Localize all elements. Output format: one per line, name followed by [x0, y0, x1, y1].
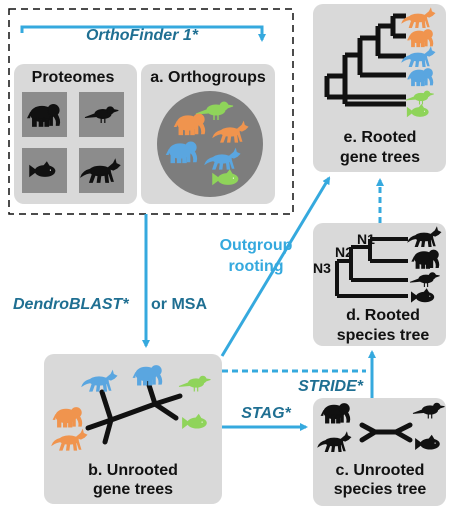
node-label-n3: N3: [313, 260, 331, 276]
unrooted-gene-trees-box: [44, 354, 222, 504]
orthogroups-title: a. Orthogroups: [150, 69, 266, 86]
rooted-species-tree-box: [313, 223, 446, 346]
unrooted-species-tree-title-2: species tree: [334, 481, 427, 498]
stride-label: STRIDE*: [298, 378, 364, 395]
unrooted-gene-trees-title-2: gene trees: [93, 481, 173, 498]
unrooted-gene-trees-title-1: b. Unrooted: [88, 462, 178, 479]
stag-label: STAG*: [241, 405, 291, 422]
orthofinder-arrow: [20, 25, 266, 42]
node-label-n2: N2: [335, 244, 353, 260]
unrooted-gene-tree: [85, 379, 183, 445]
outgroup-label-2: rooting: [228, 258, 283, 275]
rooted-gene-tree: [324, 13, 406, 107]
node-label-n1: N1: [357, 231, 375, 247]
unrooted-species-tree-box: [313, 398, 446, 506]
orthofinder-label: OrthoFinder 1*: [86, 27, 199, 44]
unrooted-species-tree: [359, 422, 413, 443]
rooted-gene-trees-title-2: gene trees: [340, 149, 420, 166]
rooted-species-tree-title-2: species tree: [337, 327, 430, 344]
outgroup-rooting-arrow: [220, 176, 331, 357]
orthofinder-dashed-frame: [8, 8, 294, 215]
outgroup-label-1: Outgroup: [220, 237, 293, 254]
rooted-species-tree-title-1: d. Rooted: [346, 307, 420, 324]
or-msa-label: or MSA: [151, 296, 207, 313]
proteomes-title: Proteomes: [32, 69, 115, 86]
rooted-gene-trees-title-1: e. Rooted: [344, 129, 417, 146]
unrooted-species-tree-title-1: c. Unrooted: [336, 462, 425, 479]
dendroblast-label: DendroBLAST*: [13, 296, 129, 313]
rooted-species-tree: [335, 237, 408, 298]
